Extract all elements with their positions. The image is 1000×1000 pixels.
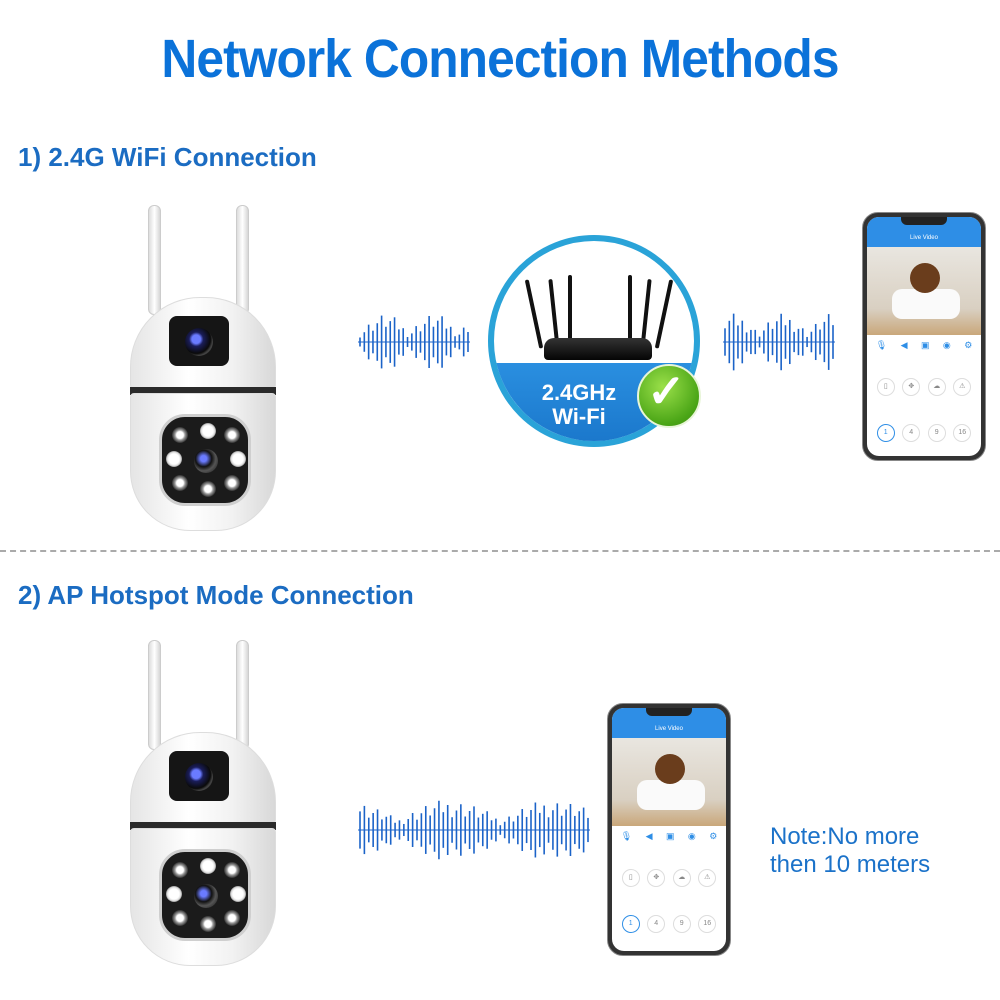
settings-icon[interactable]: ⚙ bbox=[964, 340, 973, 350]
app-header-title: Live Video bbox=[655, 726, 683, 732]
antenna bbox=[236, 205, 249, 315]
microphone-icon[interactable]: 🎙 bbox=[875, 340, 888, 350]
antenna bbox=[148, 205, 161, 315]
router-antenna bbox=[568, 275, 572, 345]
video-toolbar: 🎙 ◀ ▣ ◉ ⚙ bbox=[867, 335, 981, 356]
cloud-button[interactable]: ☁ bbox=[927, 378, 946, 396]
control-row: ▯ ✥ ☁ ⚠ bbox=[612, 847, 726, 897]
camera-lens-housing bbox=[169, 316, 229, 366]
led-light bbox=[166, 451, 182, 467]
led-light bbox=[172, 910, 188, 926]
led-light bbox=[224, 427, 240, 443]
note-line: Note:No more bbox=[770, 823, 920, 850]
camera-lens bbox=[194, 884, 218, 908]
note-line: then 10 meters bbox=[770, 851, 931, 878]
split-view-option[interactable]: 4 bbox=[902, 424, 921, 442]
split-view-option[interactable]: 9 bbox=[927, 424, 946, 442]
video-toolbar: 🎙 ◀ ▣ ◉ ⚙ bbox=[612, 826, 726, 847]
split-view-option[interactable]: 16 bbox=[953, 424, 972, 442]
phone-notch bbox=[901, 217, 947, 225]
camera-image bbox=[128, 640, 278, 970]
ptz-button[interactable]: ✥ bbox=[647, 869, 666, 887]
app-header-title: Live Video bbox=[910, 235, 938, 241]
router-label: Wi-Fi bbox=[552, 404, 606, 429]
led-light bbox=[172, 475, 188, 491]
router-antenna bbox=[628, 275, 632, 345]
camera-face bbox=[159, 849, 251, 941]
playback-button[interactable]: ▯ bbox=[621, 869, 640, 887]
router-label: 2.4GHz bbox=[541, 380, 617, 405]
video-subject bbox=[910, 262, 941, 293]
section-heading-wifi: 1) 2.4G WiFi Connection bbox=[18, 142, 317, 172]
speaker-icon[interactable]: ◀ bbox=[900, 340, 908, 350]
section-heading-ap: 2) AP Hotspot Mode Connection bbox=[18, 580, 414, 610]
microphone-icon[interactable]: 🎙 bbox=[620, 831, 633, 841]
signal-wave-icon bbox=[358, 315, 470, 369]
video-subject bbox=[655, 753, 686, 784]
playback-button[interactable]: ▯ bbox=[876, 378, 895, 396]
cloud-button[interactable]: ☁ bbox=[672, 869, 691, 887]
split-view-option[interactable]: 4 bbox=[647, 915, 666, 933]
camera-lens-housing bbox=[169, 751, 229, 801]
led-light bbox=[224, 475, 240, 491]
led-light bbox=[200, 481, 216, 497]
split-view-option[interactable]: 16 bbox=[698, 915, 717, 933]
router-antenna bbox=[654, 279, 674, 349]
split-view-option[interactable]: 9 bbox=[672, 915, 691, 933]
settings-icon[interactable]: ⚙ bbox=[709, 831, 718, 841]
camera-lower-body bbox=[130, 393, 276, 531]
ptz-button[interactable]: ✥ bbox=[902, 378, 921, 396]
led-light bbox=[224, 910, 240, 926]
live-video-feed bbox=[612, 738, 726, 826]
camera-band bbox=[130, 387, 276, 395]
led-light bbox=[230, 886, 246, 902]
record-icon[interactable]: ▣ bbox=[920, 340, 930, 350]
phone-notch bbox=[646, 708, 692, 716]
checkmark-icon: ✓ bbox=[637, 364, 701, 428]
led-light bbox=[200, 858, 216, 874]
router-antenna bbox=[524, 279, 544, 349]
speaker-icon[interactable]: ◀ bbox=[645, 831, 653, 841]
led-light bbox=[172, 862, 188, 878]
led-light bbox=[200, 916, 216, 932]
router-icon bbox=[544, 338, 652, 360]
page-title: Network Connection Methods bbox=[161, 29, 839, 89]
snapshot-icon[interactable]: ◉ bbox=[687, 831, 696, 841]
camera-image bbox=[128, 205, 278, 535]
alarm-button[interactable]: ⚠ bbox=[698, 869, 717, 887]
video-subject bbox=[637, 780, 706, 811]
control-row: ▯ ✥ ☁ ⚠ bbox=[867, 356, 981, 406]
record-icon[interactable]: ▣ bbox=[665, 831, 675, 841]
led-light bbox=[230, 451, 246, 467]
camera-lower-body bbox=[130, 828, 276, 966]
camera-face bbox=[159, 414, 251, 506]
camera-lens bbox=[194, 449, 218, 473]
camera-lens bbox=[185, 328, 213, 356]
led-light bbox=[166, 886, 182, 902]
live-video-feed bbox=[867, 247, 981, 335]
signal-wave-icon bbox=[723, 313, 835, 371]
led-light bbox=[172, 427, 188, 443]
split-view-option[interactable]: 1 bbox=[621, 915, 640, 933]
snapshot-icon[interactable]: ◉ bbox=[942, 340, 951, 350]
led-light bbox=[224, 862, 240, 878]
antenna bbox=[236, 640, 249, 750]
antenna bbox=[148, 640, 161, 750]
section-divider bbox=[0, 550, 1000, 552]
video-subject bbox=[892, 289, 961, 320]
camera-band bbox=[130, 822, 276, 830]
led-light bbox=[200, 423, 216, 439]
distance-note: Note:No more then 10 meters bbox=[770, 823, 930, 879]
signal-wave-icon bbox=[358, 800, 590, 860]
split-view-option[interactable]: 1 bbox=[876, 424, 895, 442]
camera-lens bbox=[185, 763, 213, 791]
alarm-button[interactable]: ⚠ bbox=[953, 378, 972, 396]
